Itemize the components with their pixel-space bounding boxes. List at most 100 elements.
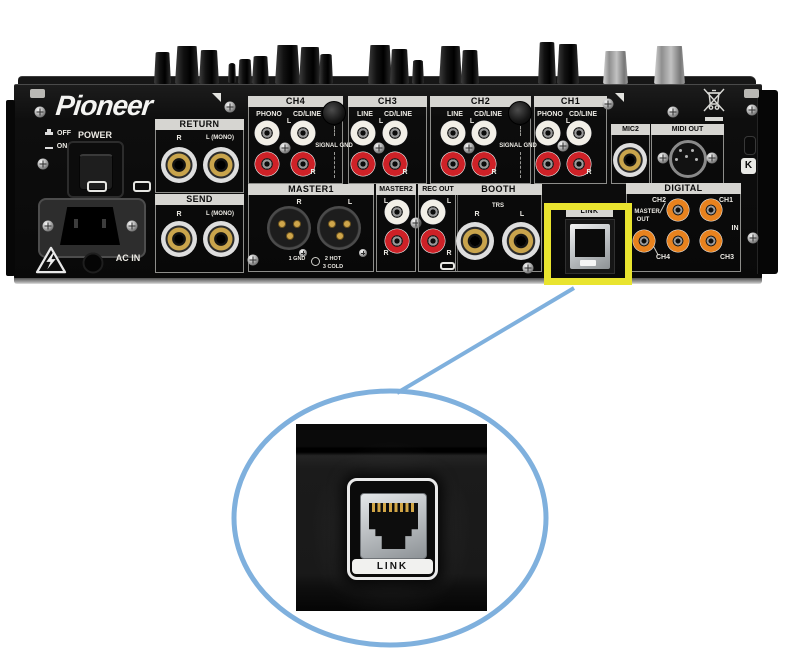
return-r-label: R: [176, 135, 182, 142]
channel-ch2-section: CH2 LINE CD/LINE L R: [430, 96, 531, 184]
gnd-dash-line: [520, 126, 521, 136]
ch3-header: CH3: [348, 96, 427, 107]
ch2-right-label: CD/LINE: [474, 111, 502, 118]
chassis-left-side: [6, 100, 15, 276]
mic2-section: MIC2: [611, 124, 650, 184]
return-section: RETURN R L (MONO): [155, 119, 244, 193]
master2-r-rca: [384, 228, 410, 254]
power-switch: [67, 141, 124, 198]
booth-trs-label: TRS: [492, 203, 504, 209]
knob: [390, 49, 409, 84]
digital-section: DIGITAL CH2 CH1 MASTER OUT IN CH4 CH3: [626, 183, 741, 272]
panel-hole: [82, 252, 104, 274]
ch1-r-label: R: [586, 169, 592, 176]
digital-in-ch3-rca: [699, 229, 723, 253]
knob: [238, 59, 252, 84]
digital-ch2-label: CH2: [651, 197, 667, 204]
ch3-l-label: L: [378, 118, 384, 125]
gnd-dash-line: [334, 126, 335, 136]
xlr-pin: [336, 232, 344, 240]
ch1-l-right-rca: [566, 120, 592, 146]
link-highlight-box: [544, 203, 632, 285]
ch3-r-left-rca: [350, 151, 376, 177]
screw: [37, 158, 49, 170]
send-r-label: R: [176, 211, 182, 218]
channel-ch3-section: CH3 LINE CD/LINE L R: [348, 96, 427, 184]
master2-l-label: L: [383, 198, 389, 205]
channel-ch1-section: CH1 PHONO CD/LINE L R: [534, 96, 607, 184]
ch1-right-label: CD/LINE: [569, 111, 597, 118]
master1-r-xlr: [267, 206, 311, 250]
booth-r-jack: [456, 222, 494, 260]
power-off-icon: [45, 132, 53, 135]
ch3-right-label: CD/LINE: [384, 111, 412, 118]
link-port-opening: [575, 229, 605, 257]
return-r-jack: [161, 147, 197, 183]
signal-gnd-post: [508, 101, 532, 125]
knob: [319, 54, 333, 84]
master1-header: MASTER1: [248, 184, 374, 195]
master1-r-label: R: [296, 199, 302, 206]
power-on-icon: [45, 147, 53, 149]
ch2-left-label: LINE: [447, 111, 463, 118]
booth-section: BOOTH TRS R L: [455, 184, 542, 272]
ch2-l-left-rca: [440, 120, 466, 146]
signal-gnd-label: SIGNAL GND: [315, 143, 353, 149]
screw: [34, 106, 46, 118]
ch1-l-left-rca: [535, 120, 561, 146]
screw: [557, 140, 569, 152]
send-r-jack: [161, 221, 197, 257]
xlr-pin3-label: 3 COLD: [322, 264, 344, 270]
rec-out-section: REC OUT L R: [418, 184, 458, 272]
knob: [538, 42, 556, 84]
xlr-pin: [293, 220, 301, 228]
inset-link-label: LINK: [352, 559, 433, 574]
rec-out-r-rca: [420, 228, 446, 254]
mic2-header: MIC2: [611, 124, 650, 135]
send-l-jack: [203, 221, 239, 257]
booth-l-label: L: [519, 211, 525, 218]
screw: [410, 217, 422, 229]
ch1-l-label: L: [565, 118, 571, 125]
digital-ch1-label: CH1: [718, 197, 734, 204]
link-header: LINK: [566, 207, 613, 217]
power-label: POWER: [77, 130, 113, 140]
corner-bracket: [744, 89, 759, 98]
weee-bin-icon: [703, 88, 725, 112]
rec-out-r-label: R: [446, 250, 452, 257]
master2-l-rca: [384, 199, 410, 225]
screw: [667, 106, 679, 118]
ch3-left-label: LINE: [357, 111, 373, 118]
digital-out-label: OUT: [636, 217, 650, 223]
knob: [368, 45, 392, 84]
ch4-left-label: PHONO: [256, 111, 282, 118]
screw: [602, 98, 614, 110]
screw: [747, 232, 759, 244]
master1-l-label: L: [347, 199, 353, 206]
knob: [252, 56, 269, 84]
screw: [247, 254, 259, 266]
inset-port-bezel: LINK: [347, 478, 438, 580]
inset-rj45-face: [360, 493, 427, 559]
screw: [42, 220, 54, 232]
digital-ch3-label: CH3: [719, 254, 735, 261]
mount-bracket-icon: [133, 181, 151, 192]
ch1-header: CH1: [534, 96, 607, 107]
mount-bracket-icon: [87, 181, 107, 192]
gnd-dash-line: [520, 152, 521, 178]
ch4-r-label: R: [310, 169, 316, 176]
knob: [154, 52, 171, 84]
link-port-latch: [580, 260, 596, 266]
knob: [175, 46, 199, 84]
digital-master-out-rca: [632, 229, 656, 253]
ch2-l-label: L: [469, 118, 475, 125]
link-ethernet-port: [565, 219, 615, 274]
ch4-l-label: L: [286, 118, 292, 125]
ac-in-label: AC IN: [115, 253, 141, 263]
rec-out-l-label: L: [446, 198, 452, 205]
send-section: SEND R L (MONO): [155, 194, 244, 273]
knob: [461, 50, 479, 84]
xlr-pin1-label: 1 GND: [288, 256, 306, 262]
kensington-lock-icon: K: [741, 158, 756, 174]
